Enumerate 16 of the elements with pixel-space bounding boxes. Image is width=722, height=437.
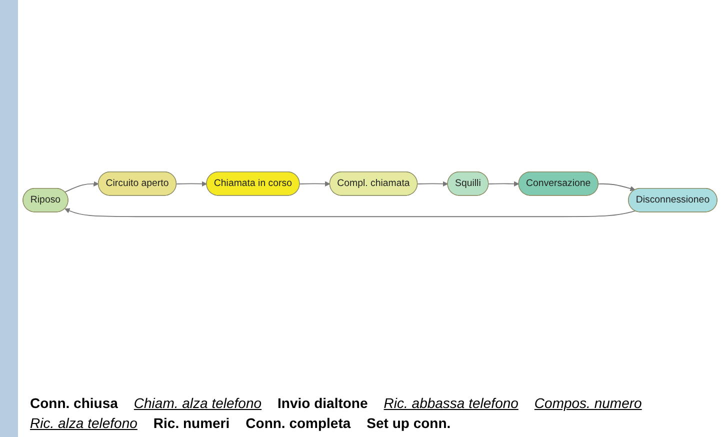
event-label: Compos. numero xyxy=(534,395,642,411)
arrow xyxy=(299,181,330,187)
event-label: Invio dialtone xyxy=(278,395,368,411)
event-label: Ric. alza telefono xyxy=(30,415,138,431)
event-label: Conn. completa xyxy=(246,415,351,431)
event-label: Set up conn. xyxy=(366,415,451,431)
event-label: Ric. numeri xyxy=(153,415,230,431)
arrow xyxy=(64,208,636,218)
event-label: Ric. abbassa telefono xyxy=(384,395,518,411)
event-label: Conn. chiusa xyxy=(30,395,118,411)
arrow xyxy=(64,181,99,193)
arrow xyxy=(176,181,207,187)
arrow xyxy=(417,181,448,187)
event-label: Chiam. alza telefono xyxy=(134,395,262,411)
arrow xyxy=(488,181,520,187)
arrow xyxy=(598,184,636,192)
